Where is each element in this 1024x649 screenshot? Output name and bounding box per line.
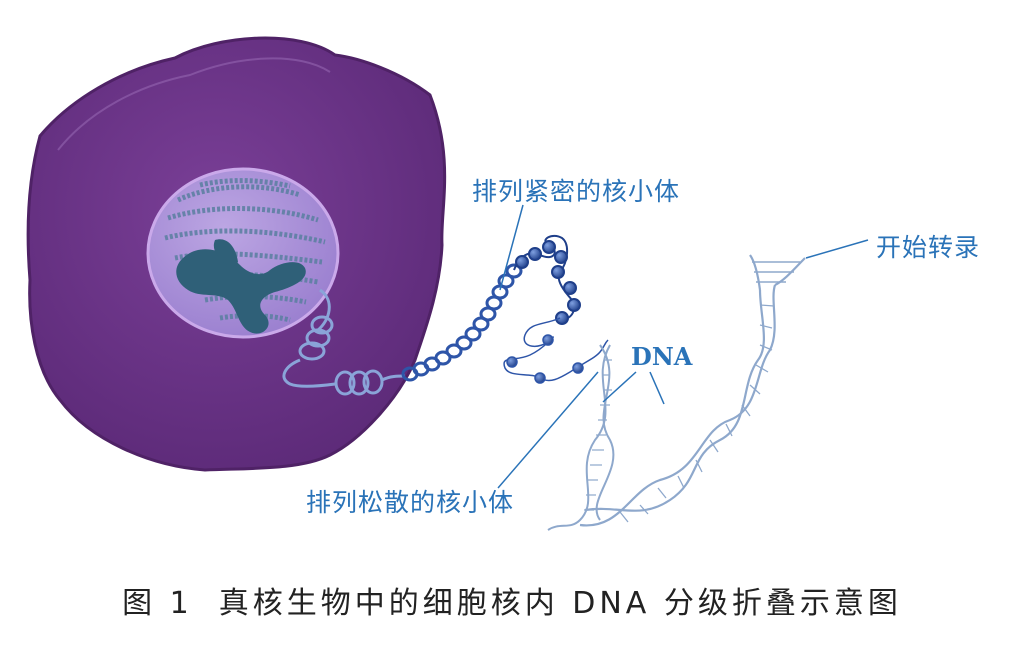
dense-nucleosomes: [513, 234, 581, 325]
dna-ladder-transcription: [749, 254, 806, 291]
dna-helix-lower: [547, 344, 615, 531]
chromosome: [176, 239, 306, 334]
label-dense-nucleosomes: 排列紧密的核小体: [472, 177, 681, 206]
cell-rim: [57, 57, 331, 151]
figure-caption: 图 1 真核生物中的细胞核内 DNA 分级折叠示意图: [0, 578, 1024, 622]
caption-text: 真核生物中的细胞核内 DNA 分级折叠示意图: [218, 586, 902, 621]
solenoid-fiber: [401, 263, 523, 382]
leader-lines: [497, 204, 869, 489]
loose-nucleosome-strand: [503, 317, 609, 384]
nucleus: [146, 167, 340, 339]
label-dna: DNA: [631, 342, 693, 371]
label-open-nucleosomes: 排列松散的核小体: [306, 488, 515, 517]
figure-number: 图 1: [122, 586, 193, 621]
dna-helix-main: [579, 284, 777, 527]
label-transcription: 开始转录: [876, 233, 981, 262]
chromatin-fiber-coil: [282, 288, 406, 396]
